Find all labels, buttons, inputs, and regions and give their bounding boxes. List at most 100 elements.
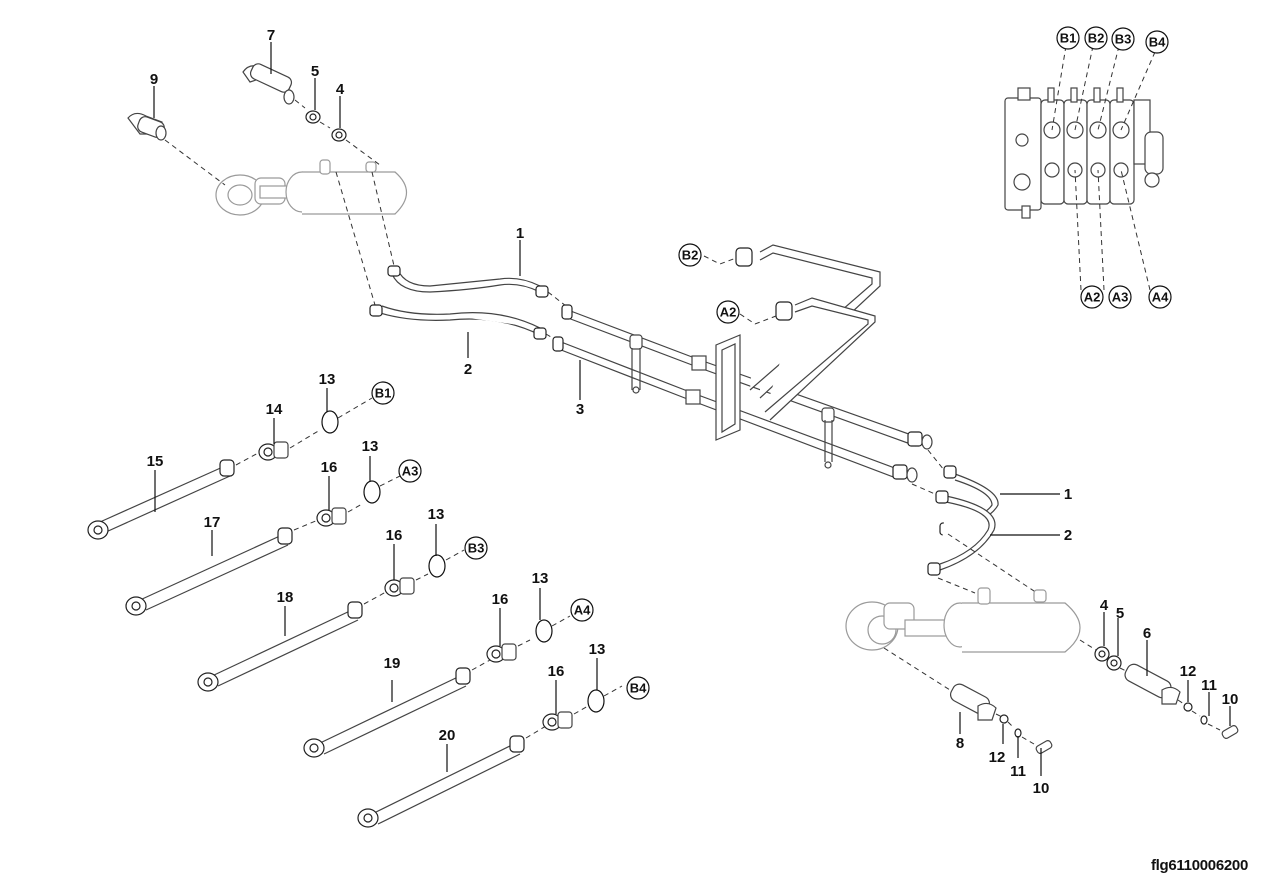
port-valve-a3: A3: [1108, 285, 1132, 309]
pin-6: [1124, 663, 1181, 705]
callout-18: 18: [277, 589, 294, 606]
o-ring-13-b1: [321, 410, 339, 434]
callout-13-b1: 13: [319, 371, 336, 388]
hose-19: [303, 667, 471, 758]
port-valve-b3: B3: [1111, 27, 1135, 51]
lockwasher-11-right: [1200, 715, 1208, 725]
svg-text:B1: B1: [375, 386, 392, 401]
adapter-16-a4: [486, 643, 517, 663]
callout-2: 2: [464, 361, 472, 378]
callout-5: 5: [311, 63, 319, 80]
callout-13-a4: 13: [532, 570, 549, 587]
adapter-16-b3: [384, 577, 415, 597]
port-valve-b2: B2: [1084, 26, 1108, 50]
adapter-16-b4: [542, 711, 573, 731]
callout-1: 1: [516, 225, 524, 242]
callout-16-a3: 16: [321, 459, 338, 476]
callout-8: 8: [956, 735, 964, 752]
callout-13-b3: 13: [428, 506, 445, 523]
svg-text:B3: B3: [1115, 32, 1132, 47]
steel-line-a2: [739, 297, 876, 421]
o-ring-13-a4: [535, 619, 553, 643]
port-valve-b1: B1: [1056, 26, 1080, 50]
callout-10-right: 10: [1222, 691, 1239, 708]
hose-18: [197, 601, 363, 692]
callout-3: 3: [576, 401, 584, 418]
pipe-assembly-3: [552, 304, 933, 483]
adapter-16-a3: [316, 507, 347, 527]
washer-5: [305, 110, 321, 124]
port-pipe-b2: B2: [678, 243, 702, 267]
callout-2-lower: 2: [1064, 527, 1072, 544]
hose-2-lower: [927, 490, 996, 576]
port-valve-b4: B4: [1145, 30, 1169, 54]
control-valve: [1004, 87, 1164, 219]
callout-12-left: 12: [989, 749, 1006, 766]
lockwasher-11-left: [1014, 728, 1022, 738]
washer-12-right: [1183, 702, 1193, 712]
o-ring-13-a3: [363, 480, 381, 504]
callout-10-left: 10: [1033, 780, 1050, 797]
washer-5-lower: [1106, 655, 1122, 671]
callout-11-left: 11: [1010, 763, 1026, 780]
svg-text:A4: A4: [574, 603, 591, 618]
callout-20: 20: [439, 727, 456, 744]
callout-16-b4: 16: [548, 663, 565, 680]
callout-16-a4: 16: [492, 591, 509, 608]
port-hose-b4: B4: [626, 676, 650, 700]
callout-11-right: 11: [1201, 677, 1217, 694]
svg-text:B4: B4: [630, 681, 647, 696]
callout-16-b3: 16: [386, 527, 403, 544]
o-ring-13-b4: [587, 689, 605, 713]
pin-8: [949, 683, 997, 721]
hose-1-upper: [387, 265, 549, 298]
adapter-14: [258, 441, 289, 461]
port-valve-a4: A4: [1148, 285, 1172, 309]
svg-text:A2: A2: [720, 305, 737, 320]
callout-4-lower: 4: [1100, 597, 1109, 614]
svg-text:A3: A3: [1112, 290, 1129, 305]
hose-2-upper: [369, 304, 547, 340]
callout-1-lower: 1: [1064, 486, 1072, 503]
callout-12-right: 12: [1180, 663, 1197, 680]
port-pipe-a2: A2: [716, 300, 740, 324]
port-hose-b1: B1: [371, 381, 395, 405]
port-valve-a2: A2: [1080, 285, 1104, 309]
callout-19: 19: [384, 655, 401, 672]
callout-6: 6: [1143, 625, 1151, 642]
svg-text:B2: B2: [682, 248, 699, 263]
svg-text:A2: A2: [1084, 290, 1101, 305]
washer-12-left: [999, 714, 1009, 724]
bolt-10-right: [1221, 725, 1239, 739]
callout-13-a3: 13: [362, 438, 379, 455]
hose-15: [87, 459, 235, 540]
callout-4: 4: [336, 81, 345, 98]
callout-17: 17: [204, 514, 221, 531]
svg-text:B2: B2: [1088, 31, 1105, 46]
lower-cylinder: [845, 587, 1081, 653]
washer-4-lower: [1094, 646, 1110, 662]
callout-9: 9: [150, 71, 158, 88]
svg-text:B4: B4: [1149, 35, 1166, 50]
pin-7: [242, 63, 295, 105]
port-hose-a4: A4: [570, 598, 594, 622]
callout-13-b4: 13: [589, 641, 606, 658]
callout-14: 14: [266, 401, 283, 418]
svg-text:B3: B3: [468, 541, 485, 556]
pin-9: [127, 112, 167, 141]
hose-20: [357, 735, 525, 828]
hose-17: [125, 527, 293, 616]
o-ring-13-b3: [428, 554, 446, 578]
figure-id: flg6110006200: [1150, 857, 1248, 874]
upper-cylinder: [215, 159, 408, 216]
washer-4: [331, 128, 347, 142]
callout-15: 15: [147, 453, 164, 470]
callout-7: 7: [267, 27, 275, 44]
port-hose-a3: A3: [398, 459, 422, 483]
svg-text:A3: A3: [402, 464, 419, 479]
svg-text:B1: B1: [1060, 31, 1077, 46]
callout-5-lower: 5: [1116, 605, 1124, 622]
svg-text:A4: A4: [1152, 290, 1169, 305]
port-hose-b3: B3: [464, 536, 488, 560]
